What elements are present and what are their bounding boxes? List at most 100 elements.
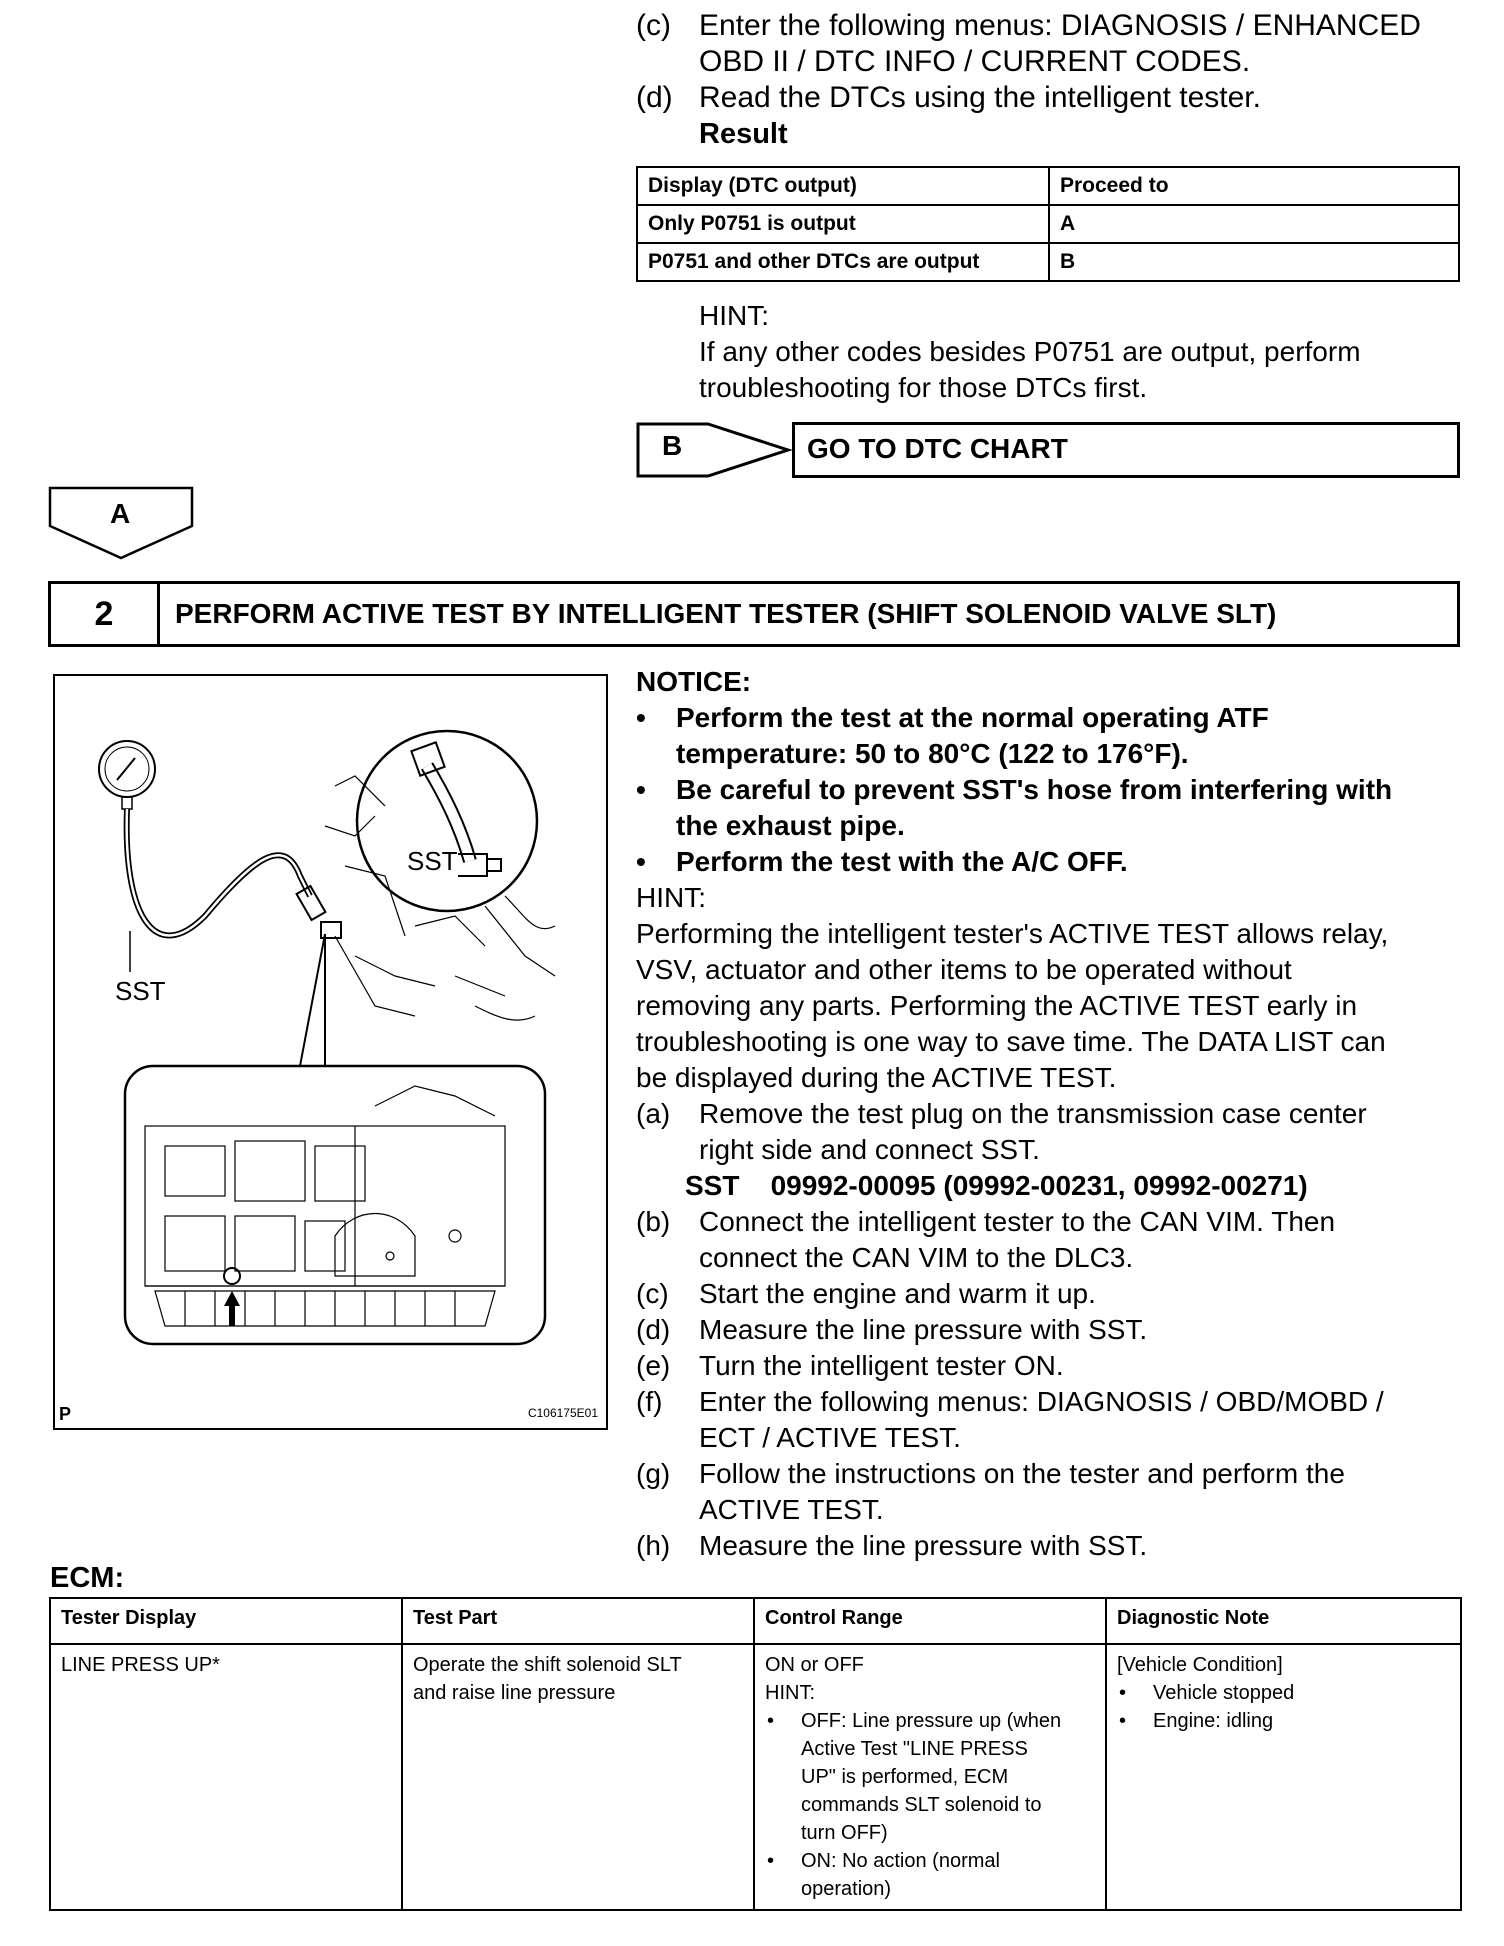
bullet-line: operation) bbox=[801, 1878, 892, 1900]
step-text-line: Measure the line pressure with SST. bbox=[699, 1314, 1148, 1345]
step-text-line: Remove the test plug on the transmission… bbox=[699, 1098, 1367, 1129]
notice-bullet: • Be careful to prevent SST's hose from … bbox=[636, 772, 1456, 844]
tester-display-value: LINE PRESS UP* bbox=[61, 1654, 220, 1676]
step-label: (d) bbox=[636, 1314, 671, 1345]
bullet-dot: • bbox=[767, 1710, 775, 1732]
branch-b-label: B bbox=[662, 430, 683, 461]
bullet-line: OFF: Line pressure up (when bbox=[801, 1710, 1062, 1732]
diagnostic-note-cell: [Vehicle Condition] • Vehicle stopped • … bbox=[1105, 1643, 1462, 1911]
table-cell: P0751 and other DTCs are output bbox=[636, 242, 1050, 282]
step-text-line: connect the CAN VIM to the DLC3. bbox=[699, 1242, 1134, 1273]
table-header-row: Tester Display Test Part Control Range D… bbox=[49, 1597, 1462, 1645]
bullet-dot: • bbox=[636, 774, 646, 805]
bullet-dot: • bbox=[636, 702, 646, 733]
diagnostic-note-bullet: • Vehicle stopped bbox=[1117, 1679, 1450, 1707]
notice-bullet: • Perform the test with the A/C OFF. bbox=[636, 844, 1456, 880]
step-text-line: Measure the line pressure with SST. bbox=[699, 1530, 1148, 1561]
step-c: (c) Start the engine and warm it up. bbox=[636, 1276, 1456, 1312]
result-table: Display (DTC output) Proceed to Only P07… bbox=[636, 166, 1460, 282]
branch-a-marker: A bbox=[48, 486, 196, 562]
step-label: (f) bbox=[636, 1386, 663, 1417]
hint-text-line: If any other codes besides P0751 are out… bbox=[699, 336, 1361, 367]
step-text-line: Turn the intelligent tester ON. bbox=[699, 1350, 1064, 1381]
control-range-bullet: • OFF: Line pressure up (when Active Tes… bbox=[765, 1707, 1095, 1847]
step-label: (d) bbox=[636, 81, 673, 114]
bullet-line: ON: No action (normal bbox=[801, 1850, 1000, 1872]
bullet-dot: • bbox=[636, 846, 646, 877]
step-g: (g) Follow the instructions on the teste… bbox=[636, 1456, 1456, 1528]
step-label: (c) bbox=[636, 9, 671, 42]
bullet-dot: • bbox=[1119, 1710, 1127, 1732]
step-text-line: Start the engine and warm it up. bbox=[699, 1278, 1096, 1309]
step-number: 2 bbox=[51, 584, 160, 644]
go-to-dtc-chart-box: GO TO DTC CHART bbox=[792, 422, 1460, 478]
step-e: (e) Turn the intelligent tester ON. bbox=[636, 1348, 1456, 1384]
step-text-line: OBD II / DTC INFO / CURRENT CODES. bbox=[699, 45, 1251, 78]
notice-text-line: Perform the test with the A/C OFF. bbox=[676, 846, 1128, 877]
step-text-line: Follow the instructions on the tester an… bbox=[699, 1458, 1345, 1489]
table-cell: B bbox=[1048, 242, 1460, 282]
step-2-header: 2 PERFORM ACTIVE TEST BY INTELLIGENT TES… bbox=[48, 581, 1460, 647]
step-text-line: Connect the intelligent tester to the CA… bbox=[699, 1206, 1336, 1237]
table-cell: Only P0751 is output bbox=[636, 204, 1050, 244]
bullet-dot: • bbox=[1119, 1682, 1127, 1704]
table-header-cell: Display (DTC output) bbox=[636, 166, 1050, 206]
step-text-line: Enter the following menus: DIAGNOSIS / E… bbox=[699, 9, 1421, 42]
control-range-cell: ON or OFF HINT: • OFF: Line pressure up … bbox=[753, 1643, 1107, 1911]
notice-text-line: temperature: 50 to 80°C (122 to 176°F). bbox=[676, 738, 1189, 769]
table-header-row: Display (DTC output) Proceed to bbox=[636, 166, 1460, 206]
step-label: (e) bbox=[636, 1350, 671, 1381]
ecm-label: ECM: bbox=[50, 1562, 125, 1594]
step-d: (d) Measure the line pressure with SST. bbox=[636, 1312, 1456, 1348]
control-range-line: ON or OFF bbox=[765, 1654, 864, 1676]
table-header-cell: Tester Display bbox=[49, 1597, 403, 1645]
table-header-cell: Control Range bbox=[753, 1597, 1107, 1645]
test-part-cell: Operate the shift solenoid SLT and raise… bbox=[401, 1643, 755, 1911]
test-part-line: and raise line pressure bbox=[413, 1682, 616, 1704]
hint-title: HINT: bbox=[699, 300, 769, 331]
tester-display-cell: LINE PRESS UP* bbox=[49, 1643, 403, 1911]
step-text-line: ACTIVE TEST. bbox=[699, 1494, 884, 1525]
test-part-line: Operate the shift solenoid SLT bbox=[413, 1654, 682, 1676]
bullet-dot: • bbox=[767, 1850, 775, 1872]
step-label: (a) bbox=[636, 1098, 671, 1129]
hint-text-line: troubleshooting for those DTCs first. bbox=[699, 372, 1148, 403]
sst-part-number: SST 09992-00095 (09992-00231, 09992-0027… bbox=[685, 1170, 1308, 1201]
hint-text-line: removing any parts. Performing the ACTIV… bbox=[636, 990, 1358, 1021]
step-label: (h) bbox=[636, 1530, 671, 1561]
ecm-active-test-table: Tester Display Test Part Control Range D… bbox=[49, 1597, 1462, 1911]
step-h: (h) Measure the line pressure with SST. bbox=[636, 1528, 1456, 1564]
sst-label: SST bbox=[115, 976, 166, 1006]
notice-text-line: Be careful to prevent SST's hose from in… bbox=[676, 774, 1393, 805]
step-label: (b) bbox=[636, 1206, 671, 1237]
figure-code: C106175E01 bbox=[527, 1406, 598, 1420]
step-label: (g) bbox=[636, 1458, 671, 1489]
hint-text-line: troubleshooting is one way to save time.… bbox=[636, 1026, 1386, 1057]
step-a: (a) Remove the test plug on the transmis… bbox=[636, 1096, 1456, 1168]
hint-text-line: be displayed during the ACTIVE TEST. bbox=[636, 1062, 1117, 1093]
bullet-line: Engine: idling bbox=[1153, 1710, 1274, 1732]
branch-arrow-icon bbox=[636, 422, 793, 478]
bullet-line: Vehicle stopped bbox=[1153, 1682, 1295, 1704]
step-text-line: Read the DTCs using the intelligent test… bbox=[699, 81, 1261, 114]
bullet-line: UP" is performed, ECM bbox=[801, 1766, 1009, 1788]
step-f: (f) Enter the following menus: DIAGNOSIS… bbox=[636, 1384, 1456, 1456]
hint-title: HINT: bbox=[636, 882, 706, 913]
down-arrow-icon bbox=[48, 486, 194, 560]
notice-title: NOTICE: bbox=[636, 666, 752, 697]
step-c-top: (c) Enter the following menus: DIAGNOSIS… bbox=[636, 8, 1456, 80]
control-range-bullet: • ON: No action (normal operation) bbox=[765, 1847, 1095, 1903]
notice-bullet: • Perform the test at the normal operati… bbox=[636, 700, 1456, 772]
hint-text-line: Performing the intelligent tester's ACTI… bbox=[636, 918, 1389, 949]
table-header-cell: Diagnostic Note bbox=[1105, 1597, 1462, 1645]
bullet-line: commands SLT solenoid to bbox=[801, 1794, 1042, 1816]
bullet-line: turn OFF) bbox=[801, 1822, 888, 1844]
step-title: PERFORM ACTIVE TEST BY INTELLIGENT TESTE… bbox=[175, 598, 1277, 629]
pressure-gauge-illustration bbox=[98, 729, 556, 1346]
branch-b-box: B bbox=[636, 422, 794, 478]
step-label: (c) bbox=[636, 1278, 669, 1309]
step-d-top: (d) Read the DTCs using the intelligent … bbox=[636, 80, 1456, 116]
go-to-dtc-chart-text: GO TO DTC CHART bbox=[807, 433, 1068, 464]
bullet-line: Active Test "LINE PRESS bbox=[801, 1738, 1028, 1760]
table-cell: A bbox=[1048, 204, 1460, 244]
